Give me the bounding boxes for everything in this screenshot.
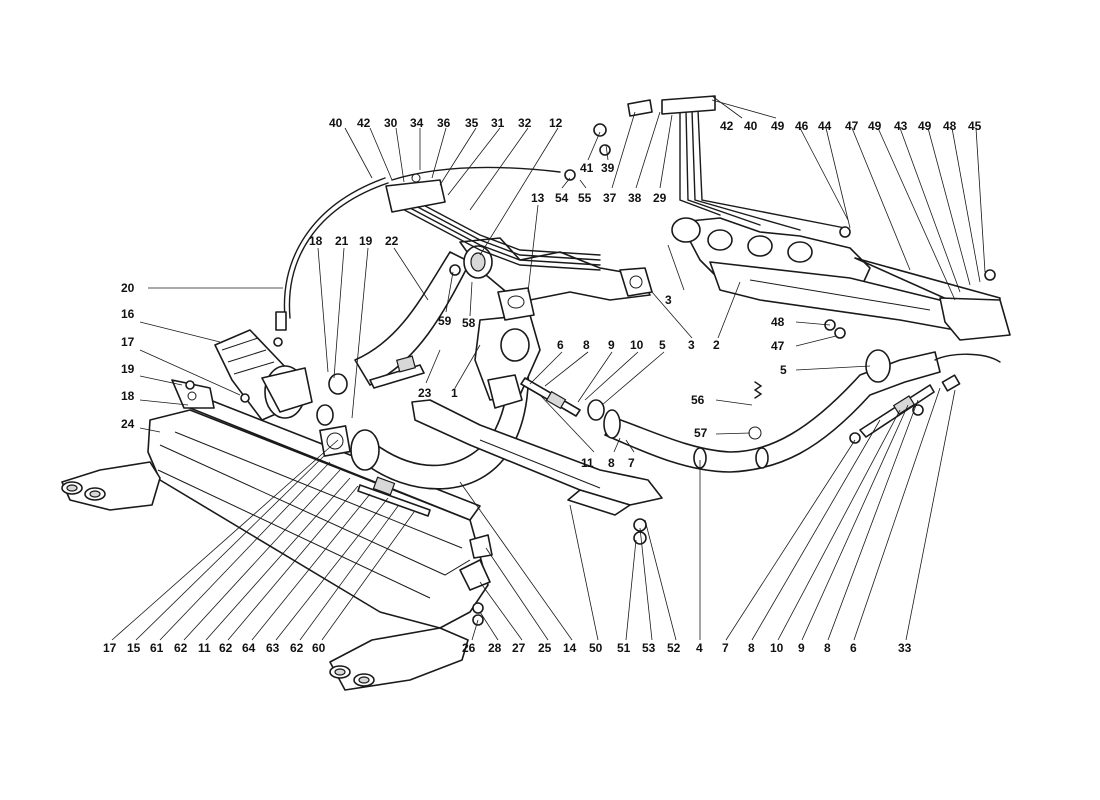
callout-bottom-33: 33 bbox=[898, 641, 912, 655]
callout-42-right: 42 bbox=[720, 119, 734, 133]
small-hardware bbox=[185, 123, 1001, 626]
callout-1: 1 bbox=[451, 386, 458, 400]
callout-58: 58 bbox=[462, 316, 476, 330]
callout-38: 38 bbox=[628, 191, 642, 205]
catalytic-converter bbox=[214, 329, 313, 421]
callout-19-left: 19 bbox=[121, 362, 135, 376]
callout-bottom-25: 25 bbox=[538, 641, 552, 655]
callout-19-top: 19 bbox=[359, 234, 373, 248]
callout-bottom-14: 14 bbox=[563, 641, 577, 655]
callout-3-right: 3 bbox=[665, 293, 672, 307]
callout-bottom-17: 17 bbox=[103, 641, 117, 655]
right-exhaust-manifold bbox=[671, 217, 1011, 341]
right-fuel-line-bundle bbox=[627, 95, 846, 231]
callout-32: 32 bbox=[518, 116, 532, 130]
callout-bottom-64: 64 bbox=[242, 641, 256, 655]
callout-bottom-52: 52 bbox=[667, 641, 681, 655]
callout-5-right: 5 bbox=[780, 363, 787, 377]
callout-7-lower: 7 bbox=[628, 456, 635, 470]
sensor-cable bbox=[275, 166, 561, 331]
callout-48-mid: 48 bbox=[771, 315, 785, 329]
callout-bottom-62-c: 62 bbox=[290, 641, 304, 655]
callout-bottom-6: 6 bbox=[850, 641, 857, 655]
callout-29: 29 bbox=[653, 191, 667, 205]
callout-17-left: 17 bbox=[121, 335, 135, 349]
callout-bottom-28: 28 bbox=[488, 641, 502, 655]
callout-47-mid: 47 bbox=[771, 339, 785, 353]
callout-36: 36 bbox=[437, 116, 451, 130]
callout-34: 34 bbox=[410, 116, 424, 130]
callout-bottom-7: 7 bbox=[722, 641, 729, 655]
callout-bottom-62-a: 62 bbox=[174, 641, 188, 655]
callout-bottom-10: 10 bbox=[770, 641, 784, 655]
callout-bottom-8-b: 8 bbox=[824, 641, 831, 655]
callout-10-mid: 10 bbox=[630, 338, 644, 352]
left-exhaust-manifold bbox=[459, 237, 653, 321]
right-exhaust-pipe bbox=[603, 349, 941, 473]
callout-bottom-63: 63 bbox=[266, 641, 280, 655]
callout-bottom-4: 4 bbox=[696, 641, 703, 655]
callout-8-mid: 8 bbox=[583, 338, 590, 352]
callout-24: 24 bbox=[121, 417, 135, 431]
muffler-assembly bbox=[61, 379, 491, 691]
callout-47-top: 47 bbox=[845, 119, 859, 133]
callout-8-lower: 8 bbox=[608, 456, 615, 470]
callout-bottom-53: 53 bbox=[642, 641, 656, 655]
callout-40: 40 bbox=[329, 116, 343, 130]
callout-bottom-61: 61 bbox=[150, 641, 164, 655]
callout-49-c: 49 bbox=[918, 119, 932, 133]
callout-bottom-15: 15 bbox=[127, 641, 141, 655]
callout-3-center: 3 bbox=[688, 338, 695, 352]
callout-bottom-11: 11 bbox=[198, 641, 211, 655]
callout-13: 13 bbox=[531, 191, 545, 205]
callout-18-top: 18 bbox=[309, 234, 323, 248]
callout-35: 35 bbox=[465, 116, 479, 130]
callout-bottom-50: 50 bbox=[589, 641, 603, 655]
callout-6-mid: 6 bbox=[557, 338, 564, 352]
callout-12: 12 bbox=[549, 116, 563, 130]
callout-bottom-51: 51 bbox=[617, 641, 631, 655]
callout-11-mid: 11 bbox=[581, 456, 594, 470]
callout-18-left: 18 bbox=[121, 389, 135, 403]
callout-42: 42 bbox=[357, 116, 371, 130]
callout-59: 59 bbox=[438, 314, 452, 328]
callout-bottom-27: 27 bbox=[512, 641, 526, 655]
callout-labels: 40 42 30 34 36 35 31 32 12 41 39 54 55 3… bbox=[103, 116, 982, 655]
callout-bottom-9: 9 bbox=[798, 641, 805, 655]
callout-40-right: 40 bbox=[744, 119, 758, 133]
heat-shield bbox=[411, 399, 663, 516]
callout-9-mid: 9 bbox=[608, 338, 615, 352]
callout-49-a: 49 bbox=[771, 119, 785, 133]
callout-49-b: 49 bbox=[868, 119, 882, 133]
callout-16: 16 bbox=[121, 307, 135, 321]
callout-55: 55 bbox=[578, 191, 592, 205]
callout-31: 31 bbox=[491, 116, 505, 130]
callout-5-mid: 5 bbox=[659, 338, 666, 352]
callout-21: 21 bbox=[335, 234, 349, 248]
callout-bottom-8-a: 8 bbox=[748, 641, 755, 655]
callout-bottom-62-b: 62 bbox=[219, 641, 233, 655]
callout-22: 22 bbox=[385, 234, 399, 248]
left-fuel-line-bundle bbox=[385, 173, 601, 271]
callout-44: 44 bbox=[818, 119, 832, 133]
callout-48-top: 48 bbox=[943, 119, 957, 133]
callout-57: 57 bbox=[694, 426, 708, 440]
callout-bottom-60: 60 bbox=[312, 641, 326, 655]
callout-23: 23 bbox=[418, 386, 432, 400]
callout-56: 56 bbox=[691, 393, 705, 407]
y-pipe bbox=[474, 314, 541, 409]
callout-43: 43 bbox=[894, 119, 908, 133]
callout-20: 20 bbox=[121, 281, 135, 295]
callout-bottom-26: 26 bbox=[462, 641, 476, 655]
callout-39: 39 bbox=[601, 161, 615, 175]
callout-30: 30 bbox=[384, 116, 398, 130]
callout-37: 37 bbox=[603, 191, 617, 205]
callout-2: 2 bbox=[713, 338, 720, 352]
callout-46: 46 bbox=[795, 119, 809, 133]
leader-lines bbox=[111, 95, 986, 641]
callout-45: 45 bbox=[968, 119, 982, 133]
callout-41: 41 bbox=[580, 161, 594, 175]
callout-54: 54 bbox=[555, 191, 569, 205]
